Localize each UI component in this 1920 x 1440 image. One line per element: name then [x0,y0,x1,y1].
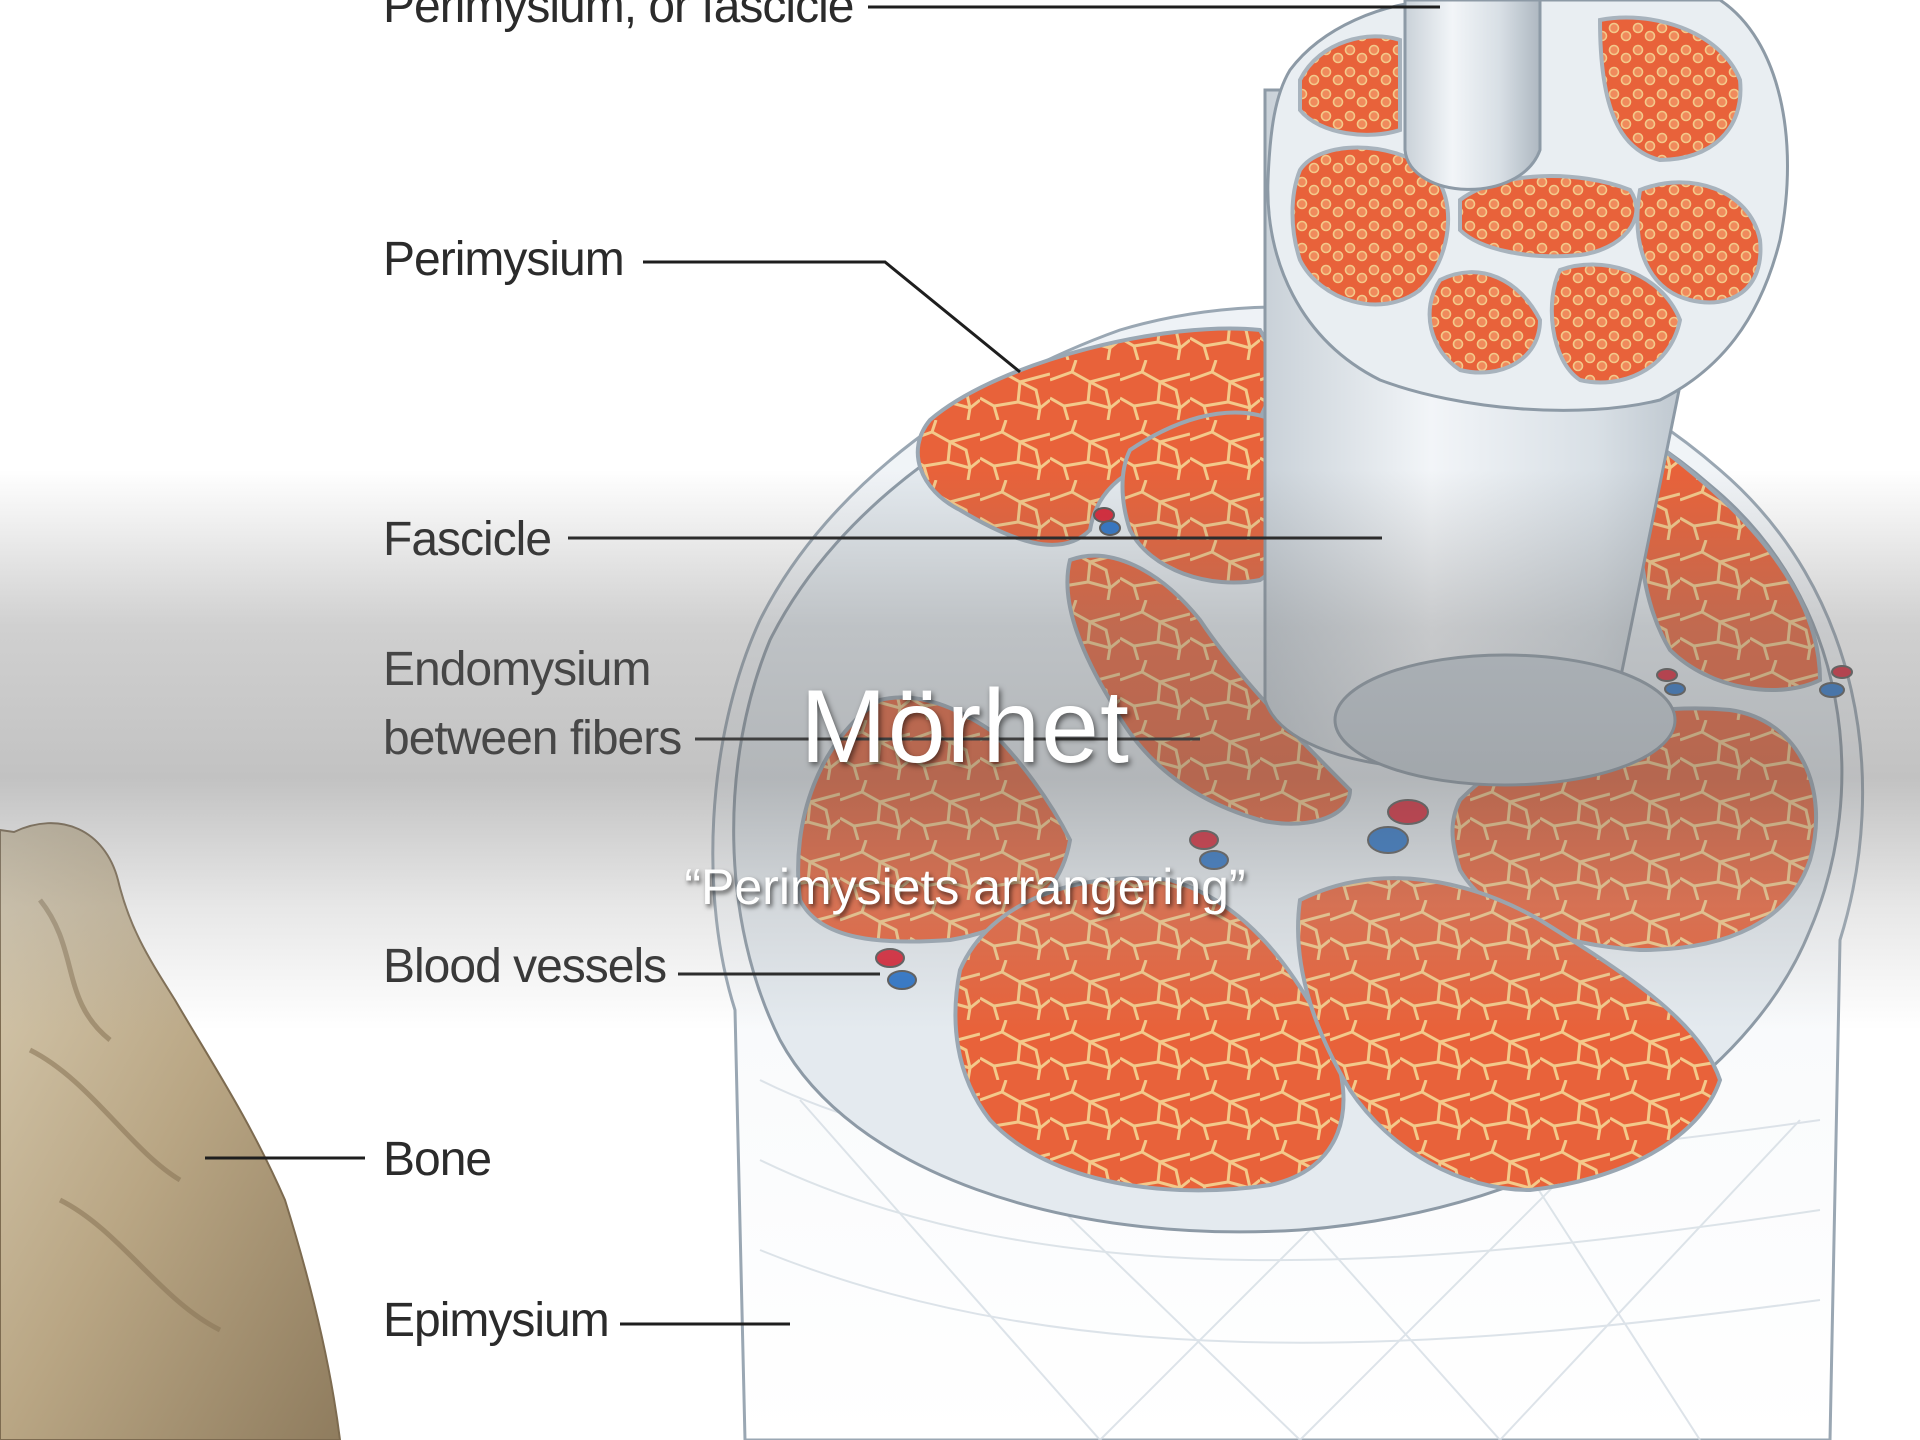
artery-icon [876,949,904,967]
slide-title: Mörhet [0,668,1920,787]
label-blood-vessels: Blood vessels [383,940,666,993]
label-epimysium: Epimysium [383,1294,609,1347]
vein-icon [888,971,916,989]
muscle-fiber-rod [1405,0,1540,189]
vein-icon [1368,827,1408,853]
artery-icon [1388,800,1428,824]
leader-perimysium [643,262,1020,372]
slide-subtitle: “Perimysiets arrangering” [0,858,1920,916]
artery-icon [1190,831,1218,849]
label-bone: Bone [383,1133,491,1186]
label-perimysium: Perimysium [383,233,624,286]
artery-icon [1094,508,1114,522]
label-fascicle: Fascicle [383,513,551,566]
vein-icon [1100,521,1120,535]
label-perimysium-or-fascicle: Perimysium, or fascicle [383,0,853,33]
